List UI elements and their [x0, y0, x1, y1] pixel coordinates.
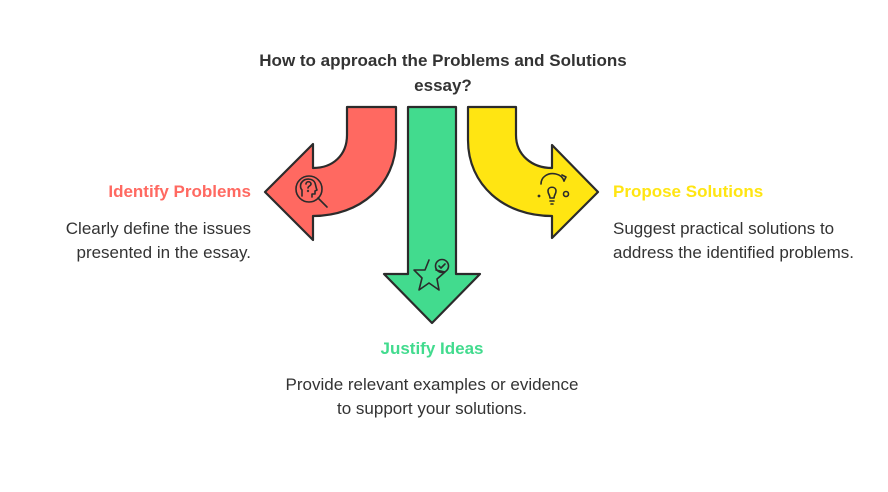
propose-solutions-heading: Propose Solutions [613, 182, 764, 201]
justify-ideas-description: Provide relevant examples or evidence to… [285, 375, 579, 418]
identify-problems-description: Clearly define the issues presented in t… [65, 219, 251, 262]
propose-arrow [466, 105, 600, 240]
propose-solutions-description: Suggest practical solutions to address t… [613, 219, 854, 262]
head-question-magnifier-icon [295, 175, 328, 208]
diagram-title: How to approach the Problems and Solutio… [259, 51, 627, 95]
star-check-icon [413, 258, 450, 291]
lightbulb-idea-icon [537, 172, 570, 205]
identify-arrow [263, 105, 398, 242]
justify-ideas-heading: Justify Ideas [380, 339, 484, 358]
justify-arrow [382, 105, 482, 325]
identify-problems-heading: Identify Problems [108, 182, 251, 201]
